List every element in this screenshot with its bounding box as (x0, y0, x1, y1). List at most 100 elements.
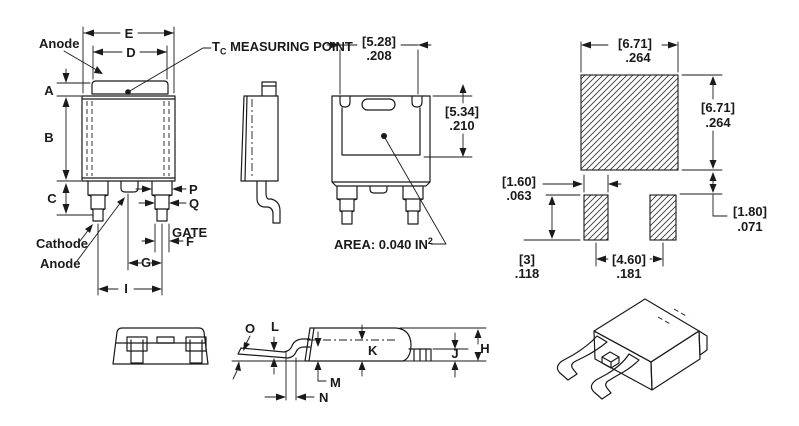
dim-3-arrows (548, 196, 556, 239)
back-pad-lines (341, 107, 421, 156)
side-lead-outline (256, 180, 281, 224)
front-gate-lead (151, 180, 173, 222)
back-gate-lead (402, 186, 424, 225)
dim-528-lines (326, 44, 432, 95)
gate-pad (649, 194, 677, 241)
front-anode-stub (120, 180, 139, 193)
anode-top-arrowhead (94, 66, 103, 74)
tc-sub: C (220, 47, 227, 57)
area-superscript: 2 (428, 236, 433, 246)
dim-180-lines (679, 180, 728, 217)
dim-l-arrows (270, 342, 278, 367)
pad-width-mm: [6.71] (618, 36, 652, 51)
back-view: [5.28] .208 [5.34] .210 AREA: 0.040 IN2 (326, 34, 479, 252)
iso-lead-1 (556, 335, 608, 381)
small-pad-width-mm: [1.60] (502, 174, 536, 189)
cathode-pad (583, 194, 609, 241)
seated-tab-strip (408, 348, 432, 362)
cathode-label: Cathode (36, 236, 88, 251)
iso-right-face (650, 330, 701, 391)
dim-160-lines (542, 174, 622, 193)
pad-gap-in: .071 (737, 219, 762, 234)
back-width-mm: [5.28] (362, 34, 396, 49)
tc-measuring-point-label: TC MEASURING POINT (212, 39, 353, 57)
area-label: AREA: 0.040 IN2 (334, 236, 433, 252)
dim-g-label: G (141, 255, 151, 270)
pad-pitch-in: .181 (616, 266, 641, 281)
dim-j-arrows (451, 340, 459, 370)
pad-width-in: .264 (625, 50, 651, 65)
end-center-notch (156, 336, 175, 344)
front-cathode-lead (87, 180, 109, 222)
tab-pad (580, 74, 679, 171)
pad-height-mm: [6.71] (701, 100, 735, 115)
dim-l-label: L (271, 319, 279, 334)
dim-e-lines (82, 26, 175, 94)
side-tab-outline (261, 81, 277, 97)
back-anode-stub (369, 186, 388, 194)
area-text: AREA: 0.040 IN (334, 237, 428, 252)
gate-label: GATE (172, 225, 207, 240)
dim-f-arrows (145, 237, 179, 245)
anode-bottom-arrowhead (117, 197, 125, 206)
dim-180-arrows (709, 172, 717, 193)
small-pad-width-in: .063 (506, 188, 531, 203)
dim-160-arrows (573, 180, 618, 188)
back-body-outline (331, 95, 431, 187)
tc-t: T (212, 39, 220, 54)
dim-g-lines (127, 193, 163, 296)
dim-671-top-lines (580, 41, 679, 73)
iso-left-face (593, 330, 653, 391)
pad-pitch-mm: [4.60] (612, 252, 646, 267)
dim-d-label: D (126, 45, 135, 60)
dim-460-lines (595, 242, 664, 267)
dim-m-label: M (330, 375, 341, 390)
area-dot (381, 133, 387, 139)
dim-k-arrows (358, 331, 366, 370)
iso-top-face-marks (657, 308, 689, 326)
land-pattern: [6.71] .264 [6.71] .264 [1.60] .063 [3] … (502, 36, 767, 281)
anode-bottom-leader (76, 201, 122, 262)
back-width-in: .208 (366, 48, 391, 63)
pad-height-in: .264 (705, 115, 731, 130)
back-slot (361, 98, 396, 111)
dim-h-lines (399, 327, 487, 345)
pad-gap-mm: [1.80] (733, 204, 767, 219)
seated-lead-outline (237, 338, 311, 359)
dim-671-top-arrows (581, 41, 678, 49)
dim-q-arrows (145, 199, 179, 207)
front-view: Anode TC MEASURING POINT E D A B C P Q G… (36, 26, 353, 296)
front-tab-outline (91, 80, 169, 95)
dim-e-label: E (125, 26, 134, 41)
anode-top-label: Anode (39, 36, 79, 51)
dim-k-label: K (368, 343, 378, 358)
cathode-arrowhead (85, 224, 93, 233)
seated-side-view: O L M N K J H (231, 319, 490, 405)
front-body-mold-lines (86, 101, 170, 176)
tc-leader-line (127, 47, 212, 93)
dim-j-label: J (451, 346, 458, 361)
anode-bottom-label: Anode (40, 256, 80, 271)
end-view (112, 327, 209, 365)
tc-rest: MEASURING POINT (226, 39, 352, 54)
side-body-outline (240, 95, 279, 182)
dim-q-label: Q (189, 196, 199, 211)
back-cathode-lead (336, 186, 358, 225)
dim-abc-arrows (62, 73, 70, 214)
front-body-outline (81, 95, 176, 182)
dim-m-lines (317, 331, 327, 382)
dim-i-label: I (124, 281, 128, 296)
seated-body-outline (304, 327, 412, 362)
dim-p-label: P (189, 182, 198, 197)
dim-c-label: C (47, 191, 57, 206)
dim-h-label: H (480, 341, 489, 356)
dim-i-arrows (98, 285, 162, 293)
end-right-lead (185, 336, 207, 364)
back-height-mm: [5.34] (445, 104, 479, 119)
dim-p-arrows (142, 185, 182, 193)
side-view (240, 81, 281, 224)
dim-h-arrows (474, 329, 482, 361)
small-pad-height-mm: [3] (519, 252, 535, 267)
dim-f-label: F (186, 234, 194, 249)
